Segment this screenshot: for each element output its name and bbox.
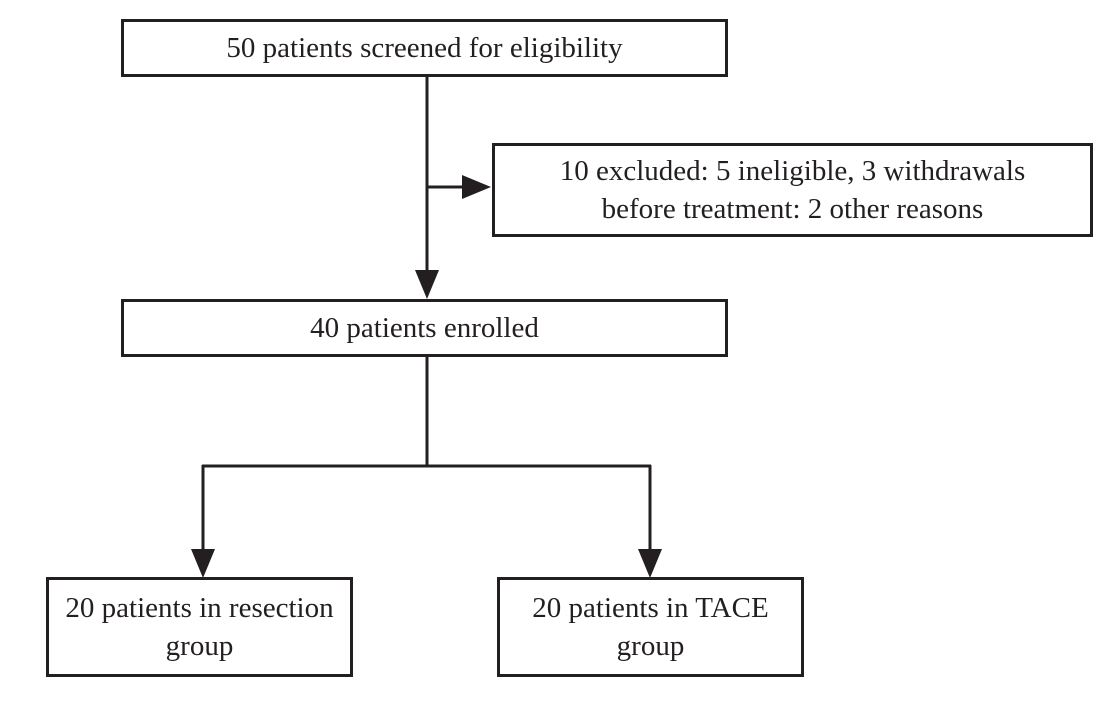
- excluded-arrowhead: [462, 175, 491, 199]
- resection-group-box: 20 patients in resection group: [46, 577, 353, 677]
- enrolled-text: 40 patients enrolled: [310, 312, 539, 344]
- tace-text-line1: 20 patients in TACE: [532, 592, 769, 624]
- resection-text-line2: group: [165, 630, 234, 662]
- excluded-box: 10 excluded: 5 ineligible, 3 withdrawals…: [492, 143, 1093, 237]
- tace-arrowhead: [638, 549, 662, 578]
- enrolled-arrowhead: [415, 270, 439, 299]
- screened-text: 50 patients screened for eligibility: [226, 32, 623, 64]
- tace-text-line2: group: [616, 630, 685, 662]
- excluded-text-line2: before treatment: 2 other reasons: [601, 193, 984, 225]
- excluded-text-line1: 10 excluded: 5 ineligible, 3 withdrawals: [559, 155, 1026, 187]
- enrolled-box: 40 patients enrolled: [121, 299, 728, 357]
- screened-box: 50 patients screened for eligibility: [121, 19, 728, 77]
- resection-text-line1: 20 patients in resection: [65, 592, 334, 624]
- tace-group-box: 20 patients in TACE group: [497, 577, 804, 677]
- resection-arrowhead: [191, 549, 215, 578]
